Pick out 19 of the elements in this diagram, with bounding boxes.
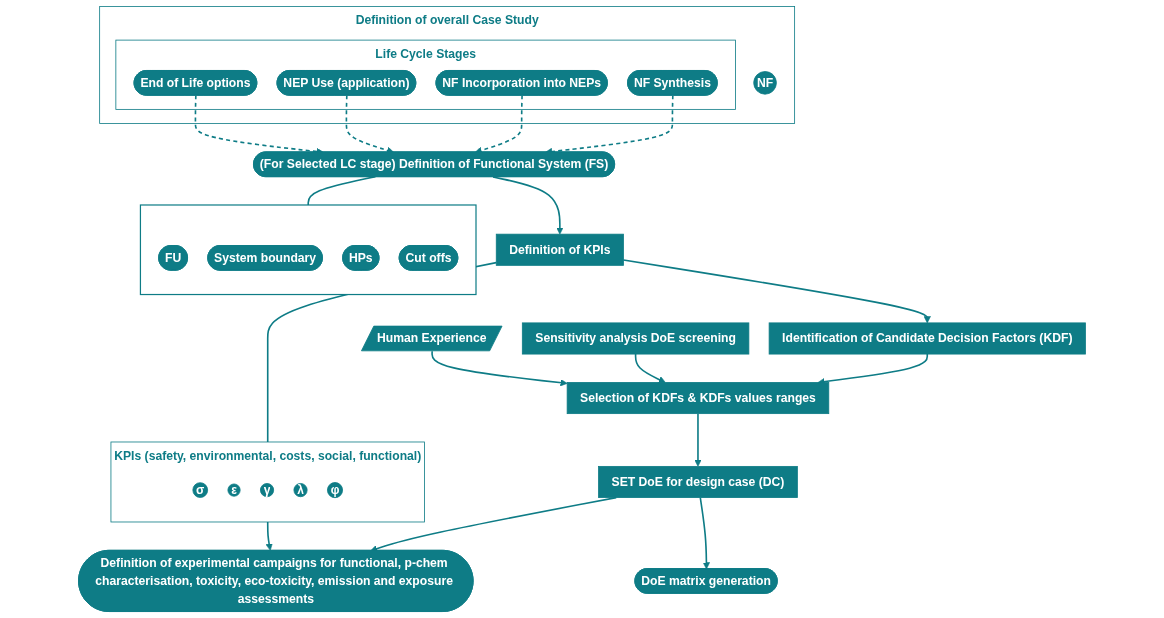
- arrow: [265, 521, 273, 551]
- node-box: Identification of Candidate Decision Factors (KDF): [768, 322, 1086, 355]
- node-circle: λ: [293, 483, 308, 498]
- cluster: [139, 204, 477, 296]
- arrow: [622, 259, 931, 324]
- node-circle: φ: [327, 482, 343, 499]
- arrow: [492, 176, 564, 235]
- node-circle: σ: [192, 482, 209, 498]
- node-circle: NF: [753, 71, 777, 95]
- node-box: SET DoE for design case (DC): [598, 466, 798, 498]
- node-circle: γ: [260, 483, 275, 498]
- arrow: [699, 496, 710, 570]
- arrow: [431, 350, 568, 387]
- arrow: [694, 412, 702, 467]
- node-box: Sensitivity analysis DoE screening: [521, 322, 750, 355]
- arrow: [634, 353, 666, 383]
- node-circle: ε: [227, 483, 241, 497]
- node-box: Definition of KPIs: [495, 233, 624, 266]
- node-box: Selection of KDFs & KDFs values ranges: [566, 382, 830, 415]
